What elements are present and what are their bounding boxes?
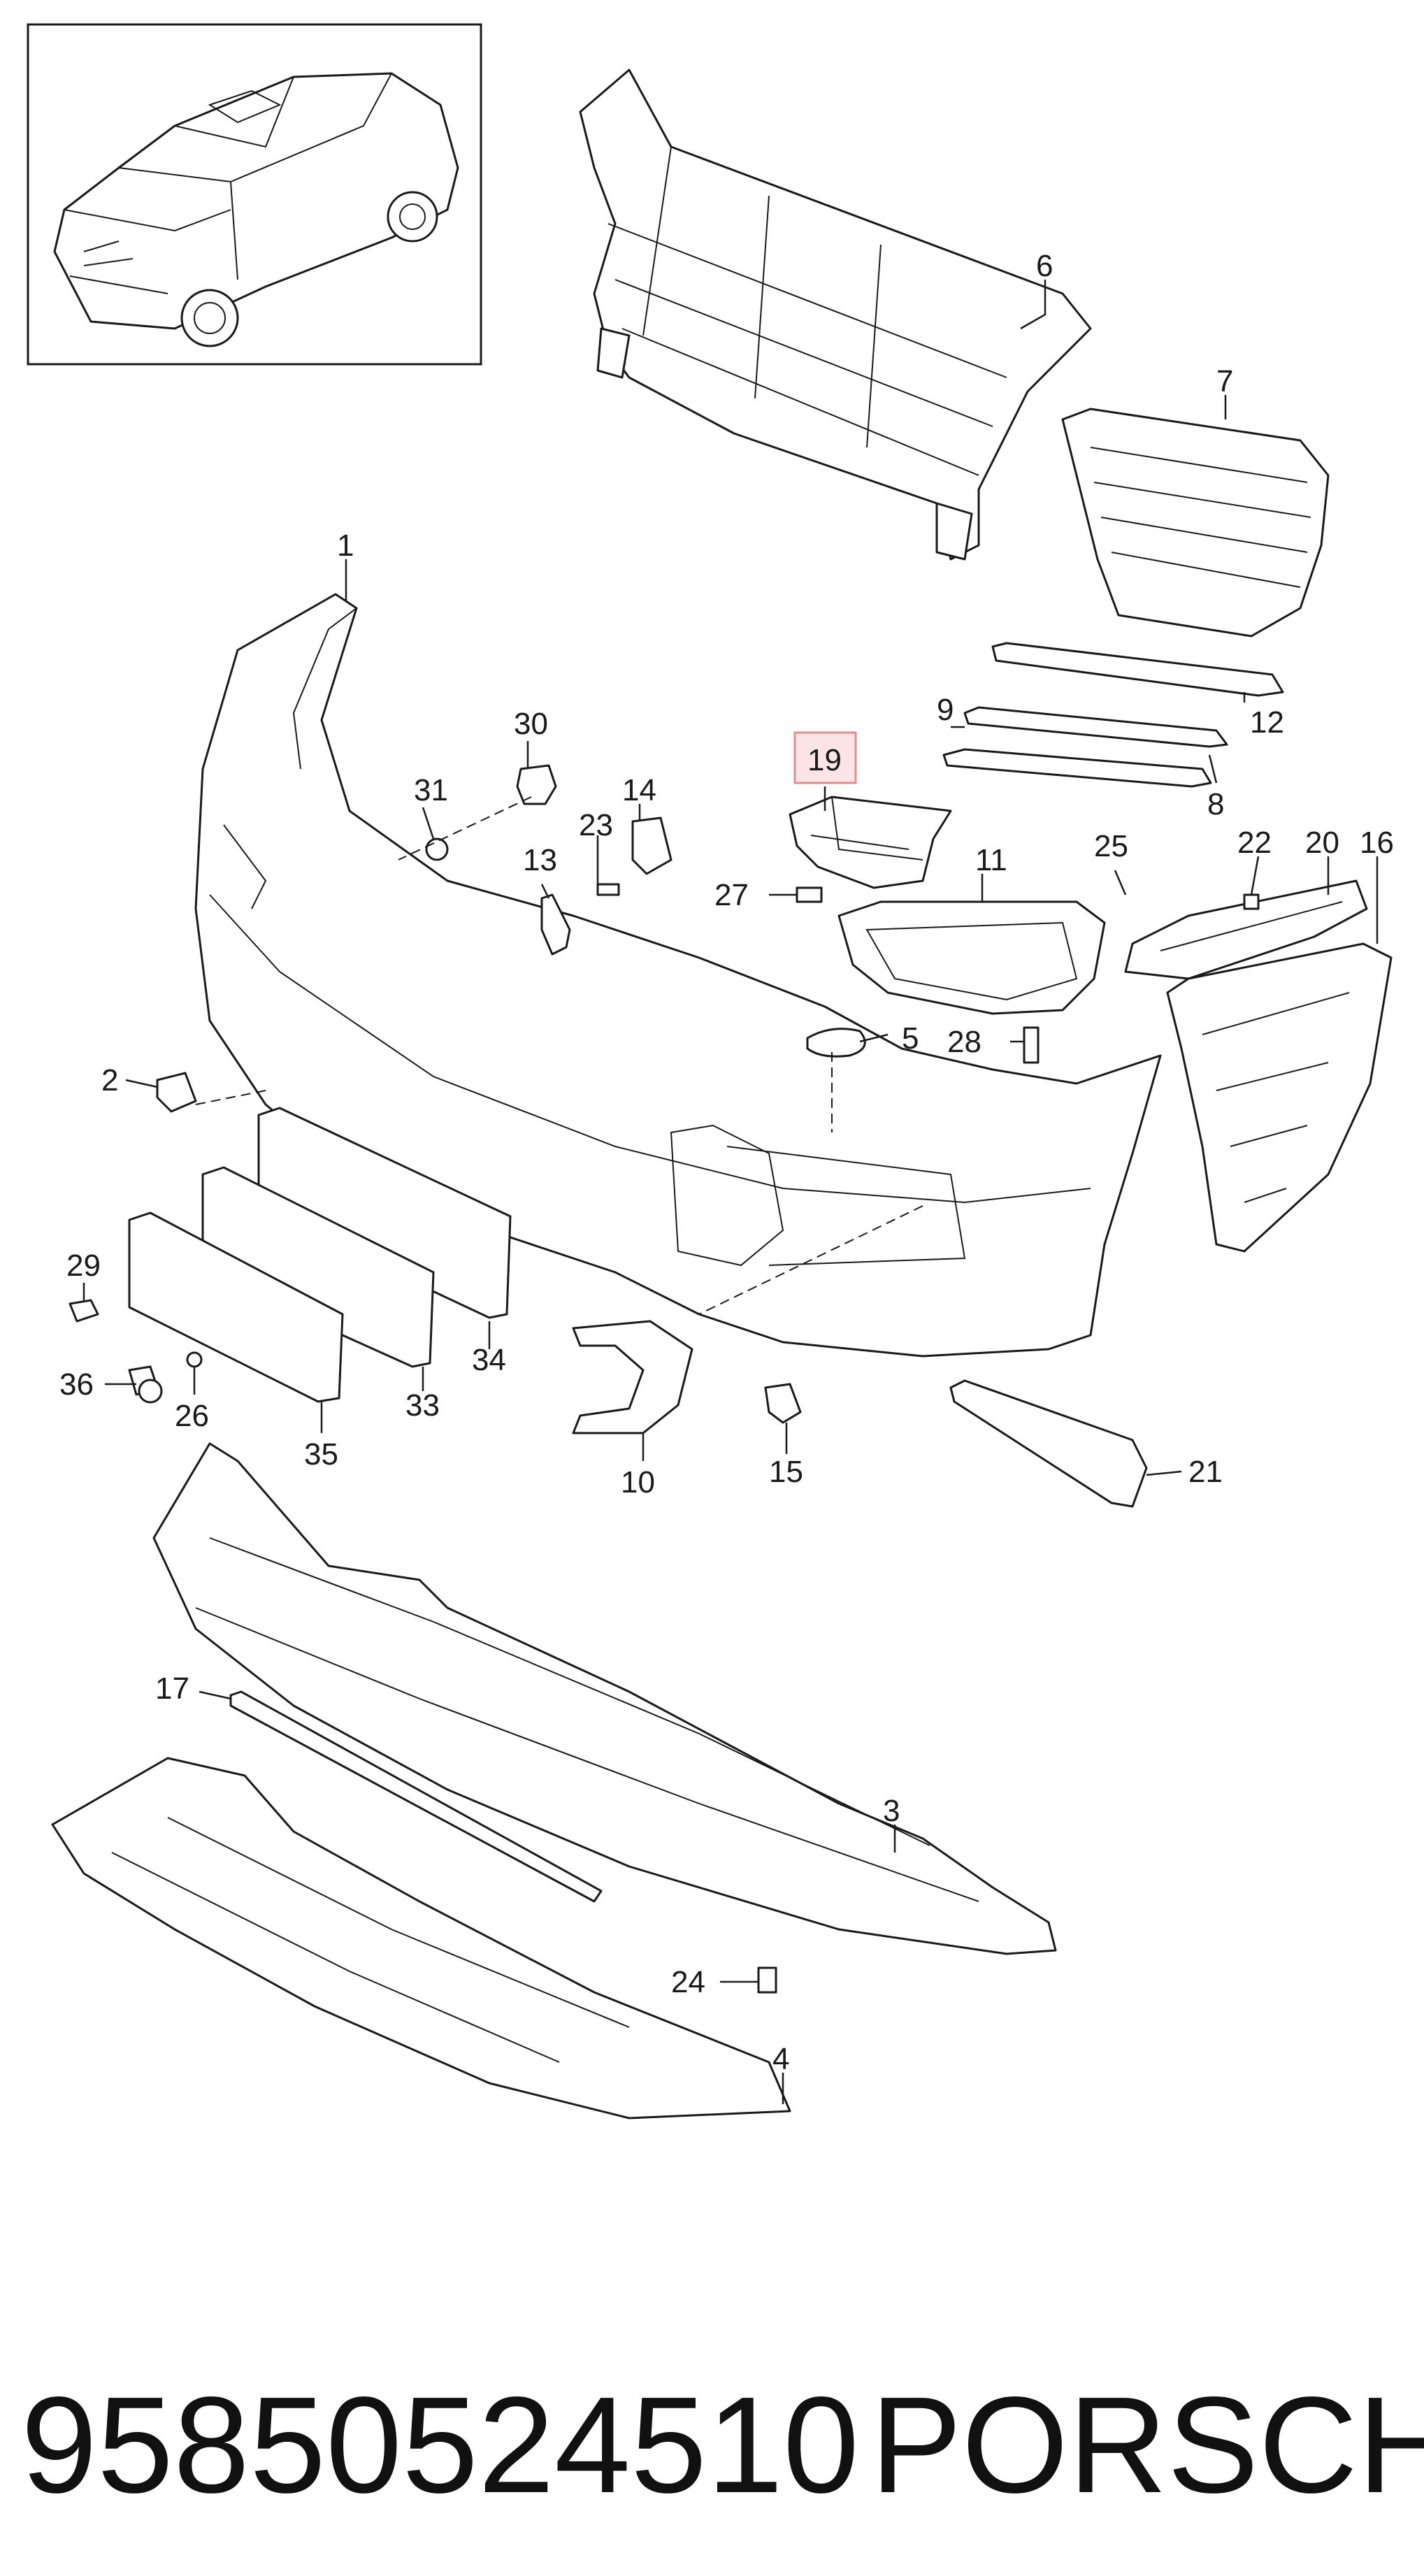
part-12-trim-strip bbox=[991, 642, 1284, 697]
callout-5: 5 bbox=[902, 1021, 919, 1056]
callout-17: 17 bbox=[155, 1671, 189, 1706]
part-5-cap bbox=[806, 1028, 866, 1058]
callout-20: 20 bbox=[1305, 826, 1339, 860]
part-7-grille bbox=[1061, 408, 1330, 638]
leader-lines bbox=[82, 280, 1379, 2104]
callouts: 1 2 3 4 5 6 7 8 9 10 11 12 13 14 15 16 1… bbox=[59, 249, 1394, 2076]
callout-8: 8 bbox=[1207, 787, 1224, 821]
part-number: 95850524510 bbox=[21, 2368, 859, 2521]
callout-14: 14 bbox=[622, 773, 656, 807]
callout-16: 16 bbox=[1360, 826, 1394, 860]
part-16-bracket bbox=[1166, 942, 1393, 1253]
callout-35: 35 bbox=[304, 1437, 338, 1472]
callout-28: 28 bbox=[947, 1025, 981, 1059]
part-9-trim-strip bbox=[963, 706, 1228, 748]
callout-2: 2 bbox=[101, 1063, 118, 1098]
callout-25: 25 bbox=[1094, 829, 1128, 863]
part-17-strip bbox=[229, 1690, 603, 1903]
callout-36: 36 bbox=[59, 1367, 94, 1402]
part-19-air-guide bbox=[789, 796, 952, 889]
part-6-grille-carrier bbox=[579, 69, 1092, 561]
callout-9: 9 bbox=[937, 693, 954, 727]
callout-29: 29 bbox=[66, 1249, 101, 1283]
callout-13: 13 bbox=[523, 843, 557, 877]
vehicle-inset bbox=[27, 23, 482, 366]
callout-26: 26 bbox=[175, 1399, 209, 1433]
callout-31: 31 bbox=[414, 773, 448, 807]
callout-15: 15 bbox=[769, 1455, 803, 1489]
part-4-underbody-panel bbox=[51, 1757, 791, 2120]
callout-7: 7 bbox=[1216, 364, 1233, 398]
callout-3: 3 bbox=[883, 1794, 900, 1828]
callout-19: 19 bbox=[807, 743, 842, 777]
callout-11: 11 bbox=[975, 843, 1007, 877]
callout-27: 27 bbox=[714, 878, 749, 912]
car-illustration bbox=[53, 72, 459, 347]
part-35-plate-bracket bbox=[128, 1211, 344, 1403]
callout-1: 1 bbox=[337, 528, 354, 563]
callout-6: 6 bbox=[1036, 249, 1053, 283]
brand-name: PORSCHE bbox=[870, 2368, 1424, 2521]
part-1-bumper-cover bbox=[194, 593, 1162, 1358]
part-10-trim bbox=[572, 1320, 693, 1434]
callout-22: 22 bbox=[1237, 826, 1272, 860]
callout-21: 21 bbox=[1188, 1455, 1223, 1489]
callout-12: 12 bbox=[1250, 705, 1284, 740]
part-21-trim bbox=[949, 1379, 1148, 1508]
alignment-lines bbox=[195, 796, 923, 1315]
part-20-bracket bbox=[1124, 879, 1368, 980]
part-11-bezel bbox=[837, 900, 1106, 1015]
callout-23: 23 bbox=[579, 808, 613, 842]
callout-10: 10 bbox=[621, 1465, 655, 1499]
part-3-spoiler bbox=[152, 1442, 1057, 1955]
callout-19-highlight bbox=[793, 731, 857, 784]
callout-34: 34 bbox=[472, 1343, 506, 1377]
callout-4: 4 bbox=[772, 2042, 789, 2076]
callout-33: 33 bbox=[405, 1388, 440, 1423]
part-8-trim-strip bbox=[942, 748, 1212, 788]
callout-30: 30 bbox=[514, 707, 548, 741]
callout-24: 24 bbox=[671, 1965, 705, 1999]
small-parts bbox=[69, 764, 1260, 1994]
